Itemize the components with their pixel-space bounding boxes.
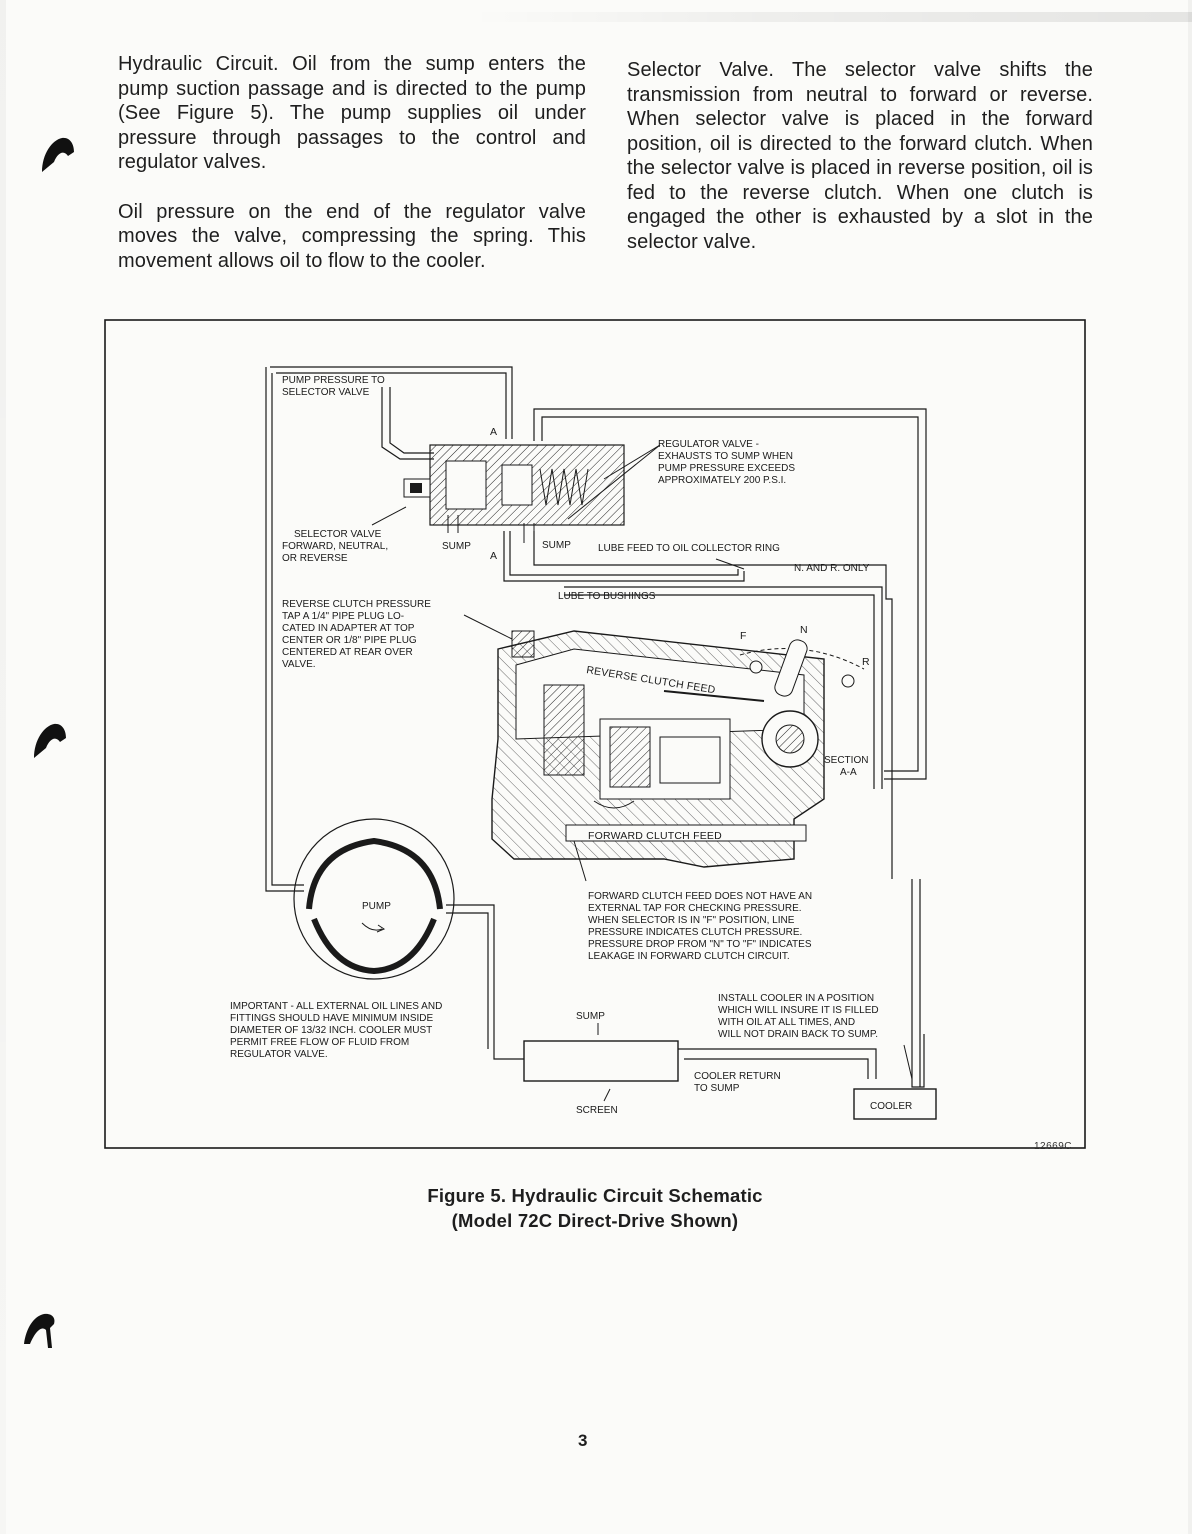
pump-drawing <box>293 818 455 980</box>
reverse-tap-label-6: VALVE. <box>282 659 316 670</box>
install-cooler-3: WITH OIL AT ALL TIMES, AND <box>718 1017 855 1028</box>
selector-label-2: FORWARD, NEUTRAL, <box>282 541 388 552</box>
section-label-2: A-A <box>840 767 857 778</box>
install-cooler-1: INSTALL COOLER IN A POSITION <box>718 993 874 1004</box>
scan-edge-top <box>470 12 1192 22</box>
figure-frame <box>104 319 1086 1149</box>
sump-left-label: SUMP <box>442 541 471 552</box>
punch-hole-top <box>42 137 74 172</box>
selector-valve-paragraph: Selector Valve. The selector valve shift… <box>627 59 1093 253</box>
regulator-label-2: EXHAUSTS TO SUMP WHEN <box>658 451 793 462</box>
right-column: Selector Valve. The selector valve shift… <box>627 58 1093 279</box>
sump-box-label: SUMP <box>542 540 571 551</box>
forward-note-2: EXTERNAL TAP FOR CHECKING PRESSURE. <box>588 903 802 914</box>
cooler-return-1: COOLER RETURN <box>694 1071 781 1082</box>
section-label-1: SECTION <box>824 755 868 766</box>
page-number: 3 <box>578 1431 588 1450</box>
selector-label-3: OR REVERSE <box>282 553 348 564</box>
punch-hole-middle <box>34 723 66 758</box>
section-a-bottom-label: A <box>490 550 497 562</box>
reverse-tap-label-4: CENTER OR 1/8" PIPE PLUG <box>282 635 417 646</box>
caption-line-1: Figure 5. Hydraulic Circuit Schematic <box>427 1185 763 1206</box>
screen-label: SCREEN <box>576 1105 618 1116</box>
regulator-paragraph: Oil pressure on the end of the regulator… <box>118 200 586 272</box>
forward-note-4: PRESSURE INDICATES CLUTCH PRESSURE. <box>588 927 802 938</box>
section-a-a-detail <box>739 639 865 697</box>
valve-body <box>403 444 625 545</box>
scan-edge-left <box>0 0 6 1534</box>
section-a-top-label: A <box>490 426 497 438</box>
pump-pressure-label-2: SELECTOR VALVE <box>282 387 370 398</box>
left-column: Hydraulic Circuit. Oil from the sump ent… <box>118 52 586 298</box>
forward-feed-label: FORWARD CLUTCH FEED <box>588 830 722 842</box>
reverse-tap-label-2: TAP A 1/4" PIPE PLUG LO- <box>282 611 404 622</box>
cooler-label: COOLER <box>870 1101 912 1112</box>
regulator-label-3: PUMP PRESSURE EXCEEDS <box>658 463 795 474</box>
cooler-return-2: TO SUMP <box>694 1083 740 1094</box>
forward-note-3: WHEN SELECTOR IS IN "F" POSITION, LINE <box>588 915 795 926</box>
important-note-3: DIAMETER OF 13/32 INCH. COOLER MUST <box>230 1025 432 1036</box>
important-note-4: PERMIT FREE FLOW OF FLUID FROM <box>230 1037 409 1048</box>
scan-edge-right <box>1188 0 1192 1534</box>
oil-lines <box>265 366 927 1088</box>
install-cooler-4: WILL NOT DRAIN BACK TO SUMP. <box>718 1029 878 1040</box>
screen-box <box>523 1040 679 1082</box>
position-r-label: R <box>862 656 870 668</box>
selector-label-1: SELECTOR VALVE <box>294 529 382 540</box>
cooler-box <box>853 1088 937 1120</box>
position-f-label: F <box>740 630 747 642</box>
pump-label: PUMP <box>362 901 391 912</box>
lube-bushings-label: LUBE TO BUSHINGS <box>558 591 656 602</box>
caption-line-2: (Model 72C Direct-Drive Shown) <box>451 1210 739 1231</box>
schematic-drawing: PUMP PRESSURE TO SELECTOR VALVE A A REGU… <box>104 319 1086 1149</box>
install-cooler-2: WHICH WILL INSURE IT IS FILLED <box>718 1005 879 1016</box>
important-note-2: FITTINGS SHOULD HAVE MINIMUM INSIDE <box>230 1013 433 1024</box>
important-note-1: IMPORTANT - ALL EXTERNAL OIL LINES AND <box>230 1001 442 1012</box>
reverse-tap-label-5: CENTERED AT REAR OVER <box>282 647 413 658</box>
figure-code: 12669C <box>1034 1141 1073 1152</box>
sump-bottom-label: SUMP <box>576 1011 605 1022</box>
punch-hole-bottom <box>24 1313 55 1348</box>
important-note-5: REGULATOR VALVE. <box>230 1049 328 1060</box>
forward-note-1: FORWARD CLUTCH FEED DOES NOT HAVE AN <box>588 891 812 902</box>
hydraulic-circuit-paragraph: Hydraulic Circuit. Oil from the sump ent… <box>118 53 586 173</box>
figure-caption: Figure 5. Hydraulic Circuit Schematic (M… <box>340 1183 850 1233</box>
regulator-label-4: APPROXIMATELY 200 P.S.I. <box>658 475 786 486</box>
forward-note-5: PRESSURE DROP FROM "N" TO "F" INDICATES <box>588 939 812 950</box>
leader-lines <box>371 444 913 1102</box>
transmission-housing <box>491 630 825 868</box>
reverse-tap-label-3: CATED IN ADAPTER AT TOP <box>282 623 415 634</box>
n-r-only-label: N. AND R. ONLY <box>794 563 870 574</box>
lube-feed-label: LUBE FEED TO OIL COLLECTOR RING <box>598 543 780 554</box>
regulator-label-1: REGULATOR VALVE - <box>658 439 759 450</box>
pump-pressure-label-1: PUMP PRESSURE TO <box>282 375 385 386</box>
hydraulic-schematic-figure: PUMP PRESSURE TO SELECTOR VALVE A A REGU… <box>104 319 1088 1152</box>
reverse-tap-label-1: REVERSE CLUTCH PRESSURE <box>282 599 431 610</box>
position-n-label: N <box>800 624 808 636</box>
forward-note-6: LEAKAGE IN FORWARD CLUTCH CIRCUIT. <box>588 951 790 962</box>
